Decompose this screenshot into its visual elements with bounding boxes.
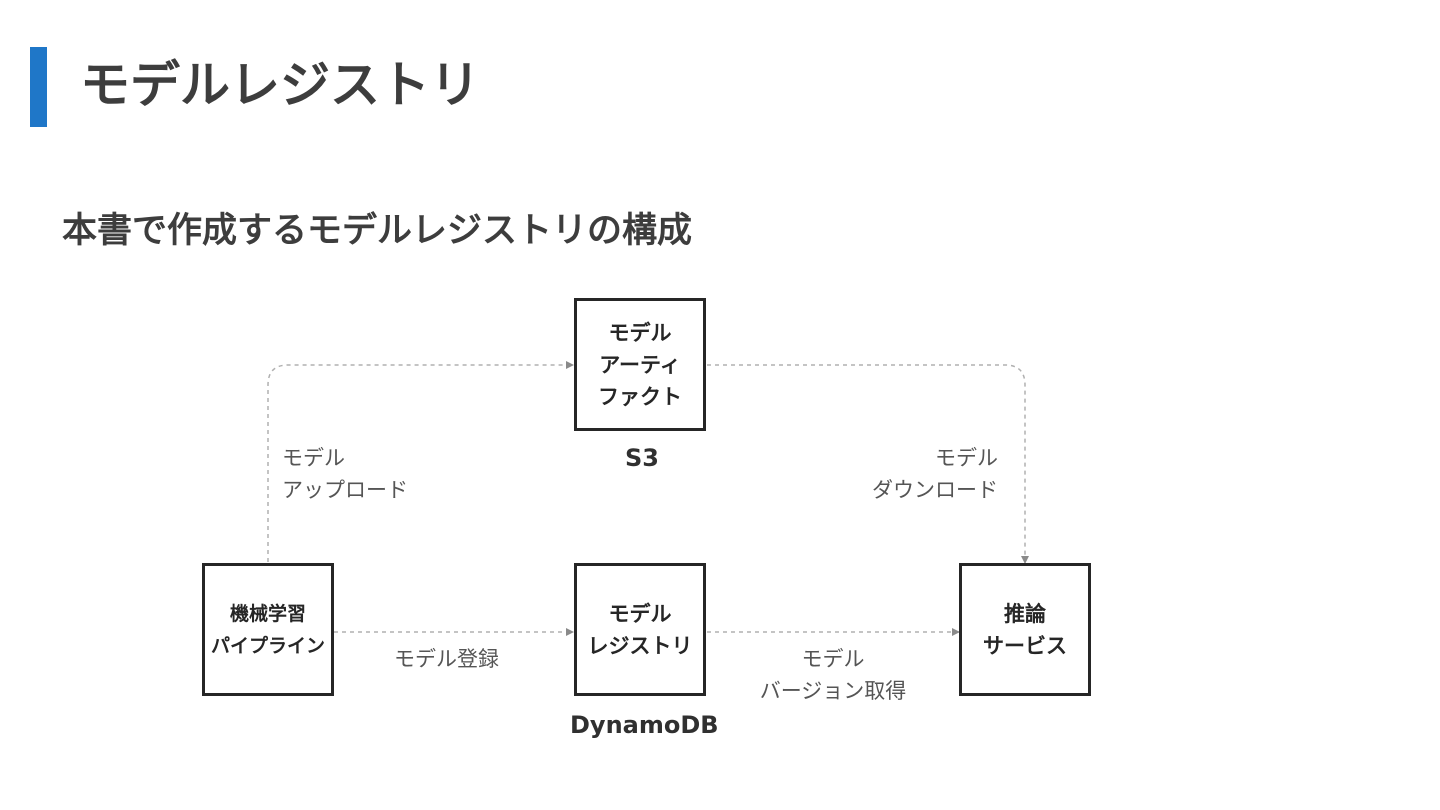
node-inference-service: 推論 サービス xyxy=(959,563,1091,696)
edge-label-upload: モデル アップロード xyxy=(282,446,408,502)
edge-label-register: モデル登録 xyxy=(394,647,499,671)
node-model-registry-caption: DynamoDB xyxy=(570,711,719,739)
node-model-artifact-caption: S3 xyxy=(625,444,659,472)
page-title: モデルレジストリ xyxy=(80,56,480,114)
edge-upload xyxy=(267,361,574,562)
title-accent-bar xyxy=(30,47,47,127)
edge-label-version: モデル バージョン取得 xyxy=(759,647,907,703)
node-model-registry: モデル レジストリ xyxy=(574,563,706,696)
node-model-artifact: モデル アーティ ファクト xyxy=(574,298,706,431)
node-ml-pipeline: 機械学習 パイプライン xyxy=(202,563,334,696)
edge-download xyxy=(707,364,1029,564)
diagram-subtitle: 本書で作成するモデルレジストリの構成 xyxy=(62,211,693,251)
edge-label-download: モデル ダウンロード xyxy=(872,446,998,502)
